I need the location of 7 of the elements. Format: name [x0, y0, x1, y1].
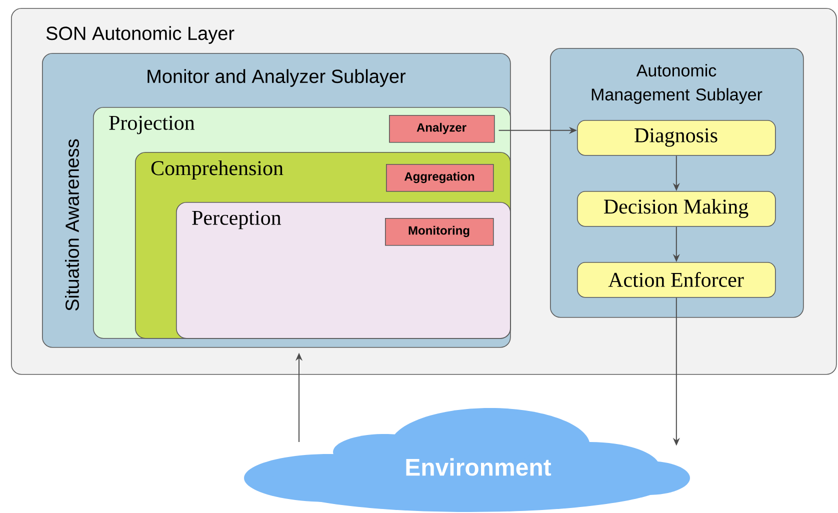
process-box: Action Enforcer — [577, 262, 776, 298]
function-box: Aggregation — [386, 164, 494, 192]
function-box: Monitoring — [385, 218, 494, 246]
function-box: Analyzer — [389, 115, 495, 143]
process-box: Diagnosis — [577, 120, 776, 156]
cloud: Environment — [244, 408, 690, 512]
process-box: Decision Making — [577, 191, 776, 227]
